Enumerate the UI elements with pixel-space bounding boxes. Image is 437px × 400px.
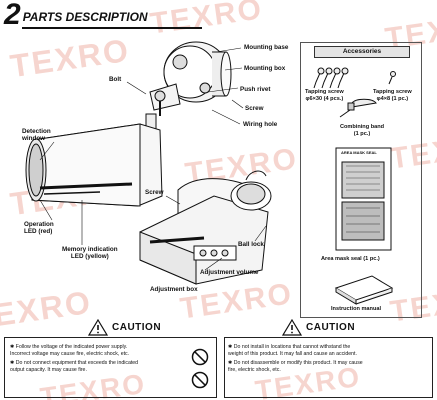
section-header: 2 PARTS DESCRIPTION	[4, 0, 148, 31]
caution-list-left: ✱ Follow the voltage of the indicated po…	[10, 344, 190, 376]
caution-panel-left	[4, 337, 217, 398]
tapping-screw-small-icon	[388, 71, 396, 85]
caution-title-right: CAUTION	[306, 321, 356, 333]
caution-title-left: CAUTION	[112, 321, 162, 333]
label-mounting-box: Mounting box	[244, 65, 286, 72]
instruction-manual-label: Instruction manual	[331, 306, 382, 312]
warning-triangle-icon	[282, 318, 302, 336]
prohibited-icon	[191, 348, 209, 366]
accessories-title: Accessories	[314, 46, 410, 58]
area-mask-seal-label: Area mask seal (1 pc.)	[321, 256, 380, 262]
warning-triangle-icon	[88, 318, 108, 336]
label-mounting-base: Mounting base	[244, 44, 289, 51]
label-push-rivet: Push rivet	[240, 86, 271, 93]
caution-item: ✱ Follow the voltage of the indicated po…	[10, 344, 130, 357]
label-wiring-hole: Wiring hole	[243, 121, 278, 128]
mask-seal-heading: AREA MASK SEAL	[341, 150, 377, 155]
mounting-base-illustration	[149, 41, 232, 116]
label-bolt: Bolt	[109, 76, 122, 83]
instruction-manual-icon	[334, 275, 394, 305]
combining-band-icon	[339, 98, 377, 118]
camera-body-illustration	[25, 113, 163, 207]
label-ball-lock: Ball lock	[238, 241, 264, 248]
section-title: PARTS DESCRIPTION	[22, 10, 148, 24]
label-screw: Screw	[245, 105, 264, 112]
label-memory-led: Memory indication LED (yellow)	[62, 246, 118, 261]
caution-header-right: CAUTION	[278, 318, 360, 336]
label-adjustment-screw: Screw	[145, 189, 164, 196]
label-adjustment-volume: Adjustment volume	[200, 269, 259, 276]
header-rule	[22, 27, 202, 29]
tapping-screw-large-icon	[313, 67, 349, 89]
accessories-panel: Accessories Tapping screw φ6×30 (4 pcs.)…	[300, 42, 422, 318]
combining-band-label: Combining band (1 pc.)	[339, 124, 385, 137]
tapping-screw-large-label: Tapping screw φ6×30 (4 pcs.)	[305, 89, 344, 102]
caution-header-left: CAUTION	[84, 318, 166, 336]
leader-lines	[39, 47, 267, 271]
caution-panel-right	[224, 337, 433, 398]
caution-item: ✱ Do not disassemble or modify this prod…	[228, 360, 363, 373]
caution-item: ✱ Do not install in locations that canno…	[228, 344, 357, 357]
prohibited-icon	[191, 371, 209, 389]
caution-list-right: ✱ Do not install in locations that canno…	[228, 344, 430, 376]
label-operation-led: Operation LED (red)	[24, 221, 54, 236]
tapping-screw-small-label: Tapping screw φ4×8 (1 pc.)	[373, 89, 412, 102]
label-detection-window: Detection window	[22, 128, 51, 143]
area-mask-seal-icon	[335, 147, 392, 251]
accessory-illustrations	[313, 67, 396, 305]
caution-item: ✱ Do not connect equipment that exceeds …	[10, 360, 139, 373]
section-number: 2	[4, 0, 21, 31]
label-adjustment-box: Adjustment box	[150, 286, 198, 293]
adjustment-unit-illustration	[139, 170, 272, 285]
